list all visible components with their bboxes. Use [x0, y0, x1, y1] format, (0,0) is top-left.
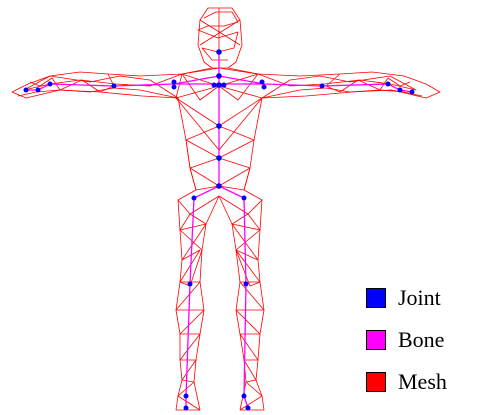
joint-pelvis [216, 183, 222, 189]
joint-ankle-right [242, 394, 247, 399]
legend-item-mesh: Mesh [366, 368, 447, 396]
mesh-leg-right-tri-b [236, 214, 260, 286]
joint-clavicle-right [260, 80, 265, 85]
mesh-leg-right-outer [240, 200, 264, 410]
joint-neck [216, 73, 222, 79]
bone-leg-right [219, 186, 248, 408]
joint-knee-left [188, 282, 193, 287]
joint-knee-right [244, 282, 249, 287]
joint-chest-left [212, 83, 217, 88]
joint-elbow-right [320, 84, 325, 89]
joint-shoulder-right [262, 85, 267, 90]
joint-toe-left [184, 406, 189, 411]
joint-finger-right [410, 90, 415, 95]
joint-hip-left [192, 196, 197, 201]
legend-label-bone: Bone [398, 329, 444, 351]
mesh-arm-left-b [30, 74, 114, 92]
joint-wrist-left [48, 82, 53, 87]
joint-spine [216, 123, 222, 129]
joint-toe-right [246, 406, 251, 411]
joint-elbow-left [112, 84, 117, 89]
joint-shoulder-left [172, 85, 177, 90]
legend-label-mesh: Mesh [398, 371, 447, 393]
joint-ankle-left [184, 394, 189, 399]
legend-item-joint: Joint [366, 284, 441, 312]
mesh-pelvis [190, 196, 248, 224]
joint-hand-right [398, 88, 403, 93]
legend-item-bone: Bone [366, 326, 444, 354]
legend-swatch-bone [366, 330, 386, 350]
joint-chest-right [222, 83, 227, 88]
legend-swatch-mesh [366, 372, 386, 392]
bone-arm-left [26, 84, 219, 90]
mesh-leg-left-outer [176, 200, 200, 410]
legend-swatch-joint [366, 288, 386, 308]
joint-finger-left [24, 88, 29, 93]
joint-hand-left [36, 88, 41, 93]
joint-clavicle-left [172, 80, 177, 85]
joint-waist [216, 155, 222, 161]
mesh-torso-outline-right [228, 68, 440, 190]
joint-hip-right [242, 196, 247, 201]
mesh-hips [178, 190, 262, 214]
joint-wrist-right [386, 82, 391, 87]
skeleton-bones [26, 52, 412, 408]
joint-chest [216, 82, 222, 88]
joint-head [216, 49, 222, 55]
legend-label-joint: Joint [398, 287, 441, 309]
